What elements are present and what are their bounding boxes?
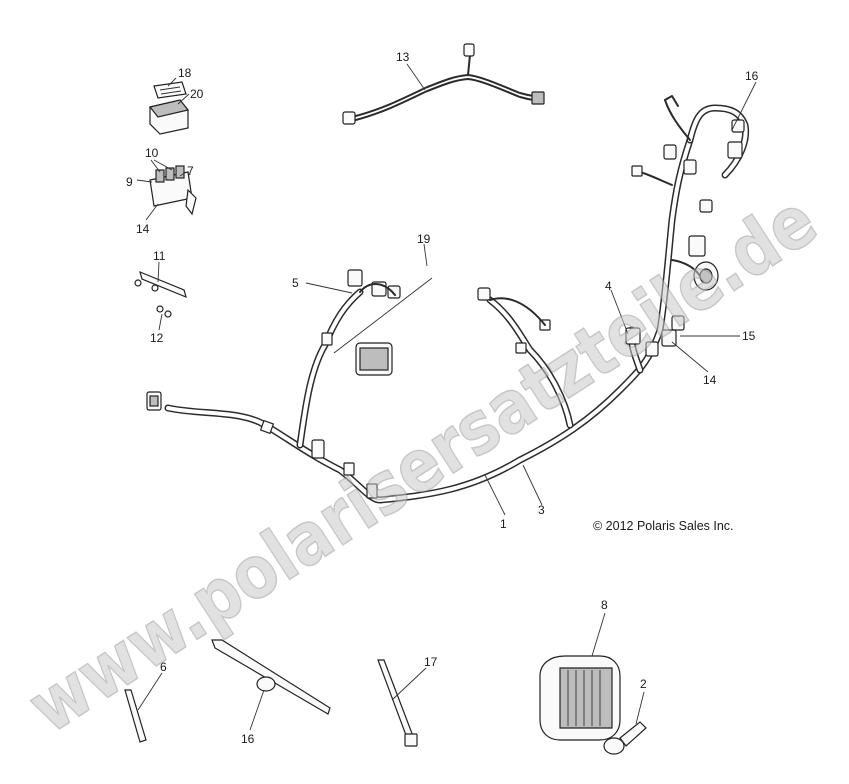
fuse-relay-block [149, 165, 197, 216]
callout-14-harness: 14 [703, 373, 717, 387]
sub-harness-13 [342, 43, 545, 125]
callout-10: 10 [145, 146, 159, 160]
callout-2: 2 [640, 677, 647, 691]
cable-tie-17 [377, 659, 418, 747]
callout-7: 7 [187, 164, 194, 178]
callout-20: 20 [190, 87, 204, 101]
callout-16-harness: 16 [745, 69, 759, 83]
bracket-11 [134, 270, 187, 318]
callout-19: 19 [417, 232, 431, 246]
leader-lines [136, 63, 757, 731]
callout-17: 17 [424, 655, 438, 669]
cable-tie-clip-16 [211, 639, 331, 715]
watermark-text: www.polarisersatzteile.de [14, 178, 831, 750]
main-harness [146, 95, 750, 504]
callout-13: 13 [396, 50, 410, 64]
callout-4: 4 [605, 279, 612, 293]
fuse-cover-18-20 [148, 81, 190, 135]
callout-16-tie: 16 [241, 732, 255, 746]
push-rivet-2 [603, 721, 647, 755]
cable-tie-6 [124, 689, 147, 743]
callout-12: 12 [150, 331, 164, 345]
callout-9: 9 [126, 175, 133, 189]
callout-11: 11 [153, 249, 166, 263]
callout-5: 5 [292, 276, 299, 290]
callout-1: 1 [500, 517, 507, 531]
callout-8: 8 [601, 598, 608, 612]
regulator-8 [539, 655, 621, 741]
copyright-notice: © 2012 Polaris Sales Inc. [593, 519, 734, 533]
callout-14-block: 14 [136, 222, 150, 236]
callout-6: 6 [160, 660, 167, 674]
callout-3: 3 [538, 503, 545, 517]
callout-labels: 1 2 3 4 5 6 7 8 9 10 11 12 13 14 14 15 1… [126, 50, 759, 746]
callout-15: 15 [742, 329, 756, 343]
callout-18: 18 [178, 66, 192, 80]
